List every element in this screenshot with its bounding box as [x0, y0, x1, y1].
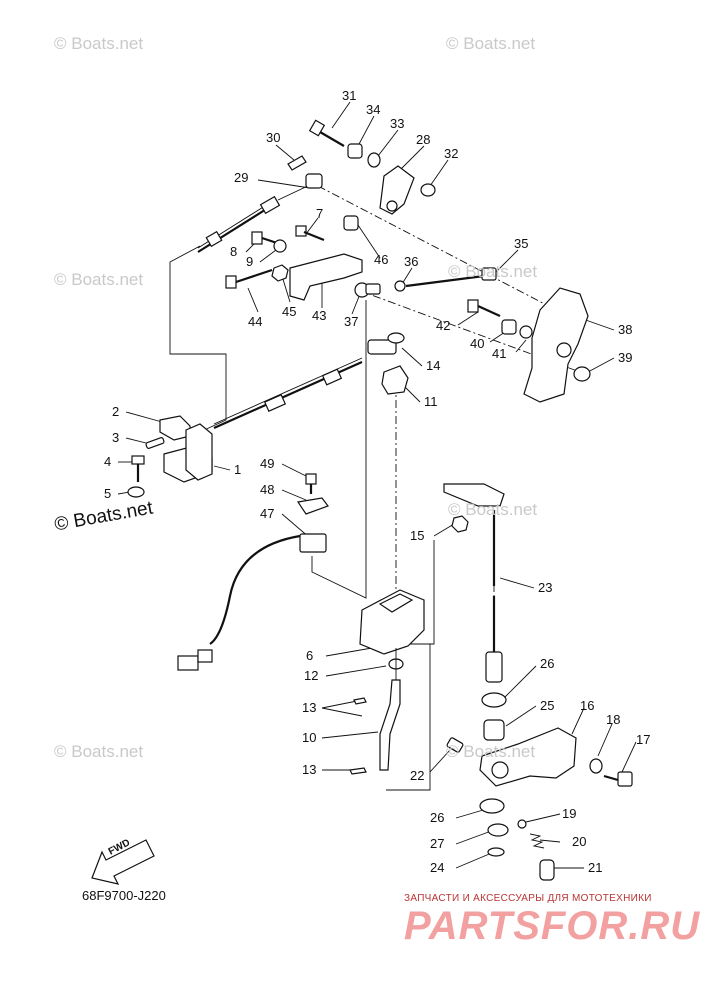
- callout-26-lower: 26: [430, 810, 444, 825]
- watermark: © Boats.net: [448, 262, 538, 281]
- callout-6: 6: [306, 648, 313, 663]
- callout-39: 39: [618, 350, 632, 365]
- callout-11: 11: [424, 394, 438, 409]
- left-bracket-parts: [127, 415, 213, 498]
- callout-15: 15: [410, 528, 424, 543]
- callout-47: 47: [260, 506, 274, 521]
- upper-parts: [225, 119, 591, 403]
- callout-32: 32: [444, 146, 458, 161]
- callout-22: 22: [410, 768, 424, 783]
- callout-40: 40: [470, 336, 484, 351]
- callout-26-upper: 26: [540, 656, 554, 671]
- callout-4: 4: [104, 454, 111, 469]
- callout-42: 42: [436, 318, 450, 333]
- callout-1: 1: [234, 462, 241, 477]
- callout-34: 34: [366, 102, 380, 117]
- callout-33: 33: [390, 116, 404, 131]
- callout-5: 5: [104, 486, 111, 501]
- watermark: © Boats.net: [446, 742, 536, 761]
- watermark: © Boats.net: [54, 742, 144, 761]
- callout-46: 46: [374, 252, 388, 267]
- callout-37: 37: [344, 314, 358, 329]
- diagram-code: 68F9700-J220: [82, 888, 166, 903]
- callout-21: 21: [588, 860, 602, 875]
- callout-8: 8: [230, 244, 237, 259]
- callout-18: 18: [606, 712, 620, 727]
- callout-25: 25: [540, 698, 554, 713]
- watermark: © Boats.net: [54, 270, 144, 289]
- callout-14: 14: [426, 358, 440, 373]
- callout-10: 10: [302, 730, 316, 745]
- callout-43: 43: [312, 308, 326, 323]
- callout-44: 44: [248, 314, 262, 329]
- callout-23: 23: [538, 580, 552, 595]
- callout-19: 19: [562, 806, 576, 821]
- callout-29: 29: [234, 170, 248, 185]
- fwd-arrow: [91, 839, 155, 885]
- callout-38: 38: [618, 322, 632, 337]
- connection-outlines: [169, 245, 435, 791]
- callout-labels: 31 34 33 30 28 32 29 7 8 9 46 35 36 44 4…: [104, 88, 650, 875]
- callout-9: 9: [246, 254, 253, 269]
- shop-logo: PARTSFOR.RU: [404, 904, 701, 948]
- callout-3: 3: [112, 430, 119, 445]
- lower-throttle-cable: [213, 332, 405, 430]
- watermark: © Boats.net: [54, 34, 144, 53]
- callout-16: 16: [580, 698, 594, 713]
- callout-35: 35: [514, 236, 528, 251]
- callout-30: 30: [266, 130, 280, 145]
- callout-13-upper: 13: [302, 700, 316, 715]
- watermark: © Boats.net: [448, 500, 538, 519]
- upper-shift-cable: [197, 173, 323, 253]
- callout-28: 28: [416, 132, 430, 147]
- callout-20: 20: [572, 834, 586, 849]
- callout-49: 49: [260, 456, 274, 471]
- callout-41: 41: [492, 346, 506, 361]
- callout-48: 48: [260, 482, 274, 497]
- callout-2: 2: [112, 404, 119, 419]
- lower-parts: [177, 473, 633, 881]
- shop-tagline: ЗАПЧАСТИ И АКСЕССУАРЫ ДЛЯ МОТОТЕХНИКИ: [404, 893, 652, 904]
- callout-36: 36: [404, 254, 418, 269]
- callout-45: 45: [282, 304, 296, 319]
- callout-7: 7: [316, 206, 323, 221]
- callout-12: 12: [304, 668, 318, 683]
- callout-24: 24: [430, 860, 444, 875]
- callout-13-lower: 13: [302, 762, 316, 777]
- callout-17: 17: [636, 732, 650, 747]
- callout-31: 31: [342, 88, 356, 103]
- callout-27: 27: [430, 836, 444, 851]
- watermark: © Boats.net: [446, 34, 536, 53]
